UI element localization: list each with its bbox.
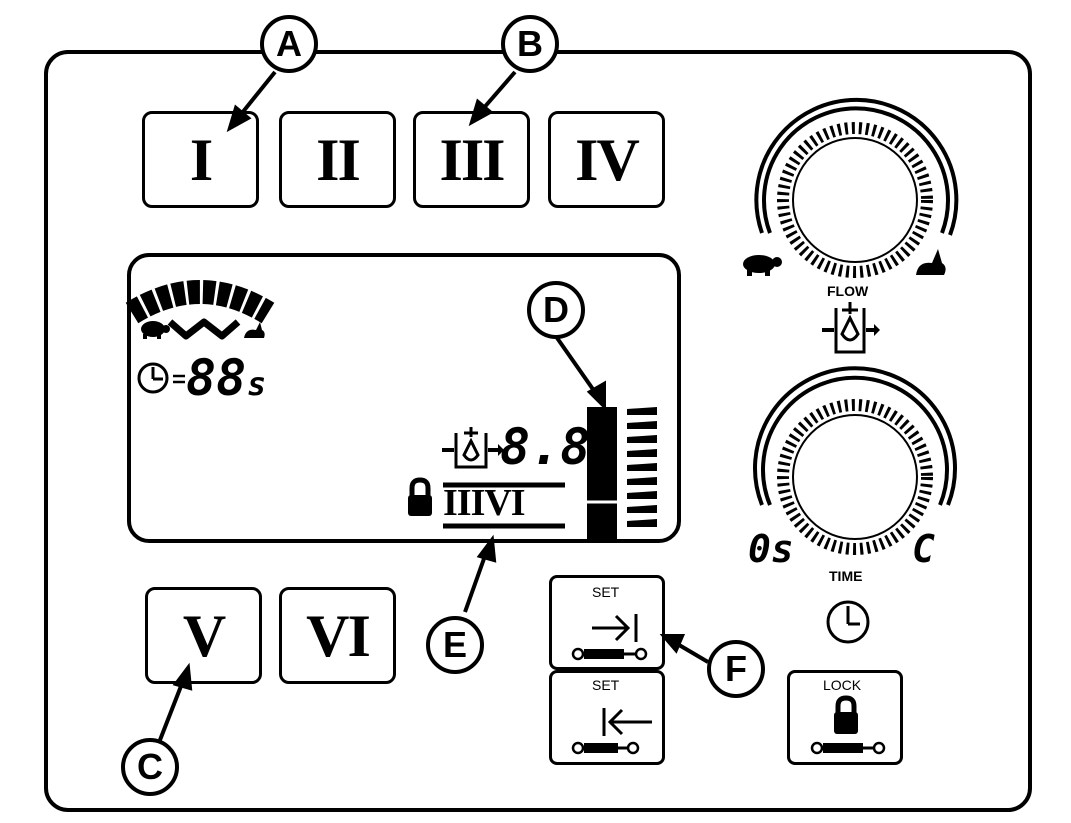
callout-d-text: D [543, 289, 569, 330]
callout-b-text: B [517, 23, 543, 64]
rabbit-icon [244, 322, 265, 338]
program-indicator: IIIVI [443, 482, 526, 524]
program-button-1-label: I [189, 126, 213, 193]
lock-button-label: LOCK [823, 677, 862, 693]
program-button-5[interactable]: V [145, 587, 262, 684]
arrow-to-end-icon [571, 614, 648, 661]
program-button-1[interactable]: I [142, 111, 259, 208]
program-button-5-label: V [182, 602, 226, 669]
flow-digits: 8.8 [500, 418, 591, 476]
turtle-icon [141, 321, 170, 339]
time-knob-label: TIME [829, 568, 863, 584]
program-button-6[interactable]: VI [279, 587, 396, 684]
lock-icon [408, 477, 432, 516]
flow-knob-label: FLOW [827, 283, 869, 299]
program-button-3[interactable]: III [413, 111, 530, 208]
program-button-2-label: II [316, 126, 361, 193]
callout-e-text: E [442, 624, 467, 665]
callout-c: C [121, 738, 179, 796]
gas-flow-symbol-icon [822, 302, 880, 354]
callout-a: A [260, 15, 318, 73]
program-indicator-bars [443, 482, 565, 529]
callout-a-text: A [276, 23, 302, 64]
level-bar-graph [587, 407, 657, 541]
callout-f-text: F [725, 648, 747, 689]
time-knob[interactable] [740, 366, 970, 555]
clock-icon [137, 362, 169, 394]
equals-icon [173, 374, 185, 384]
wire-feed-wave-icon [167, 318, 241, 340]
set-in-label: SET [592, 677, 620, 693]
callout-b: B [501, 15, 559, 73]
callout-f: F [707, 640, 765, 698]
program-button-4-label: IV [575, 126, 640, 193]
flow-knob[interactable] [740, 97, 970, 295]
program-button-6-label: VI [306, 602, 371, 669]
flow-min-turtle-icon [743, 255, 782, 276]
program-button-2[interactable]: II [279, 111, 396, 208]
callout-c-text: C [137, 746, 163, 787]
program-button-3-label: III [439, 126, 505, 193]
speed-arc-segments [125, 280, 275, 324]
timer-digits: 88 [186, 349, 247, 407]
time-clock-icon [826, 600, 870, 644]
arrow-to-start-icon [571, 708, 652, 755]
set-out-label: SET [592, 584, 620, 600]
lock-button-icon [810, 695, 886, 755]
timer-unit: s [247, 365, 267, 403]
time-knob-max-label: C [912, 527, 935, 571]
program-button-4[interactable]: IV [548, 111, 665, 208]
callout-d: D [527, 281, 585, 339]
time-knob-min-label: 0s [748, 527, 794, 571]
flow-max-rabbit-icon [916, 249, 946, 275]
callout-e: E [426, 616, 484, 674]
gas-flow-icon [442, 427, 504, 469]
